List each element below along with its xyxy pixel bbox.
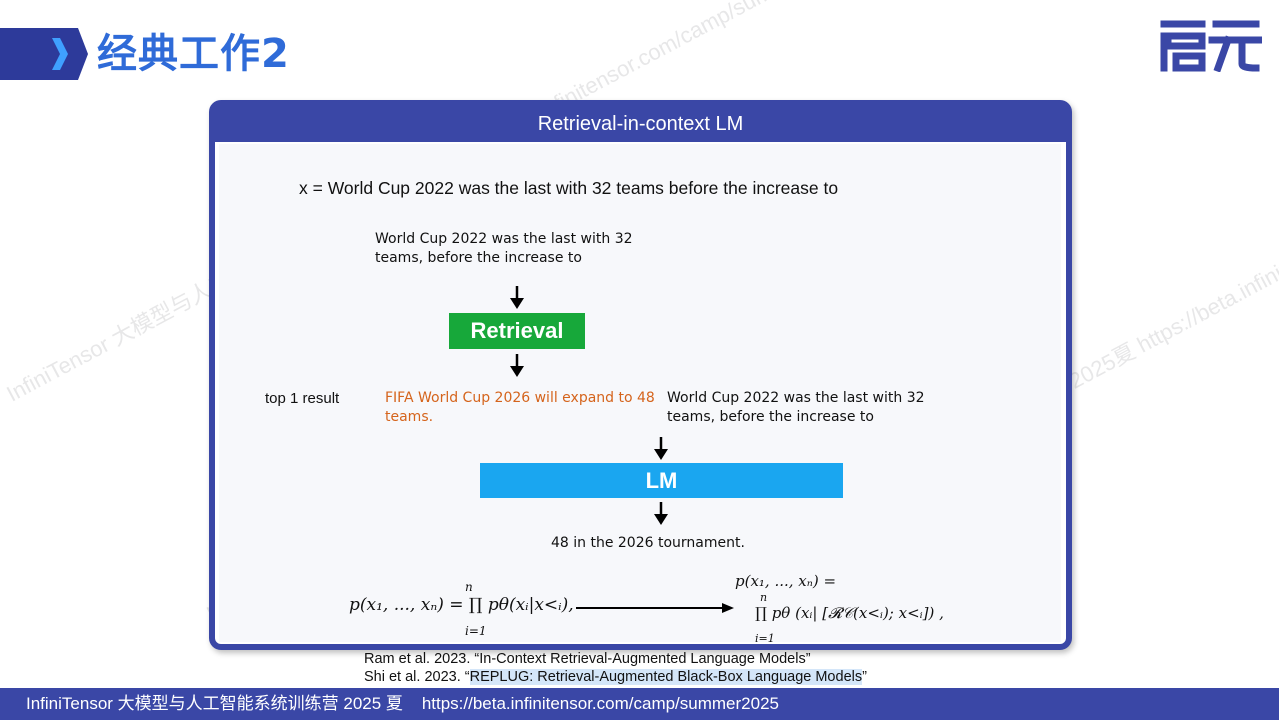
top1-label: top 1 result [265, 390, 340, 407]
reference-2-title: REPLUG: Retrieval-Augmented Black-Box La… [469, 669, 863, 685]
input-text-line: teams, before the increase to [375, 250, 582, 266]
formula-right-prod-top: n [760, 591, 768, 604]
footer-text: InfiniTensor 大模型与人工智能系统训练营 2025 夏 https:… [26, 694, 779, 713]
down-arrow-icon [510, 354, 524, 377]
down-arrow-icon [654, 437, 668, 460]
reference-2-suffix: ” [862, 669, 867, 685]
context-text: World Cup 2022 was the last with 32 team… [667, 389, 925, 427]
formula-right-line1: p(x₁, ..., xₙ) = [735, 572, 837, 590]
right-arrow-icon [576, 603, 734, 613]
result-text-line: teams. [385, 409, 434, 425]
formula-left: p(x₁, ..., xₙ) = ∏ pθ(xᵢ|x<ᵢ), [349, 595, 574, 615]
footer-bar: InfiniTensor 大模型与人工智能系统训练营 2025 夏 https:… [0, 688, 1279, 720]
input-text-line: World Cup 2022 was the last with 32 [375, 231, 633, 247]
formula-right-prod-bottom: i=1 [755, 632, 775, 645]
result-text-line: FIFA World Cup 2026 will expand to 48 [385, 390, 655, 406]
down-arrow-icon [510, 286, 524, 309]
reference-1: Ram et al. 2023. “In-Context Retrieval-A… [364, 651, 811, 667]
title-accent-bar [0, 28, 88, 80]
context-text-line: teams, before the increase to [667, 409, 874, 425]
input-text: World Cup 2022 was the last with 32 team… [375, 230, 633, 268]
lm-output: 48 in the 2026 tournament. [551, 535, 745, 551]
reference-2-prefix: Shi et al. 2023. “ [364, 669, 470, 685]
input-x-line: x = World Cup 2022 was the last with 32 … [299, 178, 839, 198]
context-text-line: World Cup 2022 was the last with 32 [667, 390, 925, 406]
formula-right-line2: ∏ pθ (xᵢ| [𝓡𝒞(x<ᵢ); x<ᵢ]) , [755, 604, 944, 622]
card-header: Retrieval-in-context LM [215, 106, 1066, 142]
logo-icon [1160, 20, 1262, 72]
diagram-area: x = World Cup 2022 was the last with 32 … [219, 144, 1061, 645]
diagram-card: Retrieval-in-context LM x = World Cup 20… [209, 100, 1072, 650]
formula-left-prod-bottom: i=1 [465, 624, 487, 638]
retrieval-box: Retrieval [449, 313, 585, 349]
retrieved-result: FIFA World Cup 2026 will expand to 48 te… [385, 389, 655, 427]
lm-box: LM [480, 463, 843, 498]
slide-title: 经典工作2 [97, 31, 290, 77]
formula-left-prod-top: n [465, 580, 473, 594]
reference-2: Shi et al. 2023. “REPLUG: Retrieval-Augm… [364, 669, 867, 685]
down-arrow-icon [654, 502, 668, 525]
